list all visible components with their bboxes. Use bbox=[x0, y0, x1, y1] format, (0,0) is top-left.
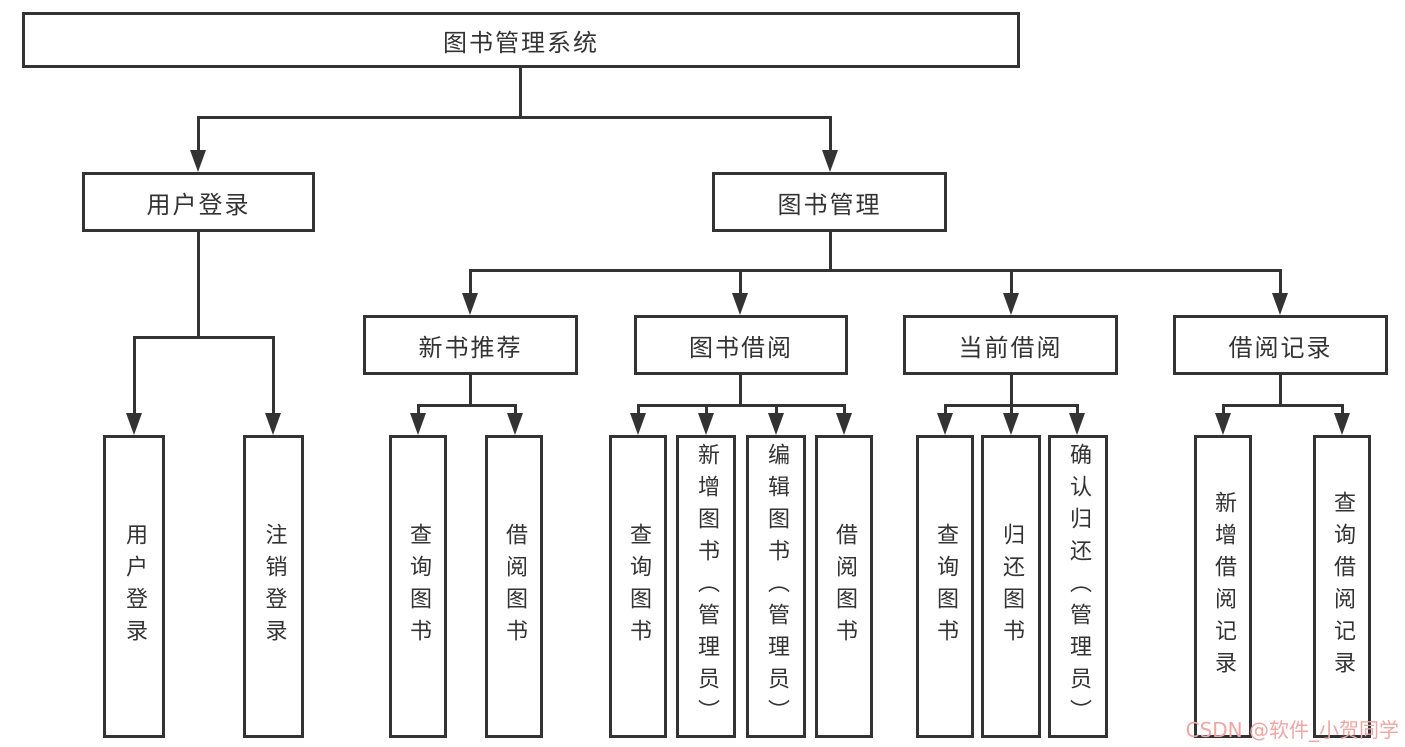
edge-to-leaf-edit-book bbox=[775, 404, 778, 418]
leaf-borrow-book-recommend-label: 借阅图书 bbox=[502, 522, 527, 651]
arrow-into-leaf-query-record bbox=[1334, 413, 1350, 435]
leaf-query-book-borrow-label: 查询图书 bbox=[626, 522, 651, 651]
leaf-return-book: 归还图书 bbox=[981, 435, 1041, 738]
arrow-into-leaf-query-book-a bbox=[410, 413, 426, 435]
edge-book-management-split bbox=[469, 269, 1282, 272]
edge-root-trunk bbox=[519, 68, 522, 118]
leaf-return-book-label: 归还图书 bbox=[999, 522, 1024, 651]
leaf-edit-book-admin-label: 编辑图书（管理员） bbox=[764, 442, 789, 731]
edge-to-leaf-logout bbox=[272, 336, 275, 416]
arrow-into-borrow-records bbox=[1272, 293, 1288, 315]
node-root: 图书管理系统 bbox=[22, 12, 1020, 68]
edge-to-borrow-records bbox=[1279, 269, 1282, 295]
arrow-into-book-management bbox=[822, 150, 838, 172]
node-user-login-label: 用户登录 bbox=[146, 190, 251, 219]
leaf-query-borrow-record: 查询借阅记录 bbox=[1313, 435, 1371, 738]
leaf-query-book-borrow: 查询图书 bbox=[609, 435, 667, 738]
arrow-into-leaf-add-book bbox=[698, 413, 714, 435]
edge-to-new-book-recommend bbox=[469, 269, 472, 295]
leaf-user-login: 用户登录 bbox=[103, 435, 165, 738]
node-new-book-recommend: 新书推荐 bbox=[363, 315, 578, 375]
leaf-edit-book-admin: 编辑图书（管理员） bbox=[746, 435, 806, 738]
leaf-add-book-admin-label: 新增图书（管理员） bbox=[694, 442, 719, 731]
node-book-borrow: 图书借阅 bbox=[634, 315, 848, 375]
edge-to-leaf-user-login bbox=[133, 336, 136, 416]
edge-current-borrow-trunk bbox=[1010, 375, 1013, 407]
edge-user-login-trunk bbox=[197, 232, 200, 338]
node-book-management: 图书管理 bbox=[712, 172, 947, 232]
edge-to-leaf-query-book-c bbox=[944, 404, 947, 418]
edge-to-leaf-confirm-return bbox=[1076, 404, 1079, 418]
edge-new-book-recommend-trunk bbox=[469, 375, 472, 407]
edge-to-current-borrow bbox=[1010, 269, 1013, 295]
leaf-add-borrow-record: 新增借阅记录 bbox=[1194, 435, 1252, 738]
arrow-into-user-login bbox=[190, 150, 206, 172]
edge-to-leaf-add-book bbox=[705, 404, 708, 418]
arrow-into-book-borrow bbox=[732, 293, 748, 315]
arrow-into-leaf-add-record bbox=[1215, 413, 1231, 435]
arrow-into-current-borrow bbox=[1003, 293, 1019, 315]
edge-new-book-recommend-split bbox=[417, 404, 517, 407]
edge-root-to-user-login bbox=[197, 116, 200, 156]
leaf-confirm-return-admin: 确认归还（管理员） bbox=[1048, 435, 1108, 738]
leaf-query-book-current-label: 查询图书 bbox=[933, 522, 958, 651]
node-book-borrow-label: 图书借阅 bbox=[689, 333, 793, 362]
leaf-query-book-recommend: 查询图书 bbox=[389, 435, 447, 738]
arrow-into-leaf-edit-book bbox=[768, 413, 784, 435]
leaf-borrow-book-recommend: 借阅图书 bbox=[485, 435, 543, 738]
node-user-login: 用户登录 bbox=[82, 172, 315, 232]
node-new-book-recommend-label: 新书推荐 bbox=[418, 333, 523, 362]
leaf-query-borrow-record-label: 查询借阅记录 bbox=[1330, 490, 1355, 683]
leaf-user-login-label: 用户登录 bbox=[122, 522, 147, 651]
arrow-into-new-book-recommend bbox=[462, 293, 478, 315]
leaf-add-borrow-record-label: 新增借阅记录 bbox=[1211, 490, 1236, 683]
leaf-query-book-current: 查询图书 bbox=[916, 435, 974, 738]
edge-root-split bbox=[197, 116, 831, 119]
leaf-query-book-recommend-label: 查询图书 bbox=[406, 522, 431, 651]
edge-to-leaf-return-book bbox=[1010, 404, 1013, 418]
arrow-into-leaf-query-book-c bbox=[937, 413, 953, 435]
leaf-borrow-book-label: 借阅图书 bbox=[832, 522, 857, 651]
edge-to-leaf-add-record bbox=[1222, 404, 1225, 418]
node-current-borrow-label: 当前借阅 bbox=[958, 333, 1063, 362]
arrow-into-leaf-query-book-b bbox=[630, 413, 646, 435]
leaf-logout-label: 注销登录 bbox=[261, 522, 287, 651]
edge-user-login-split bbox=[133, 336, 275, 339]
edge-to-book-borrow bbox=[739, 269, 742, 295]
edge-book-borrow-split bbox=[637, 404, 846, 407]
arrow-into-leaf-confirm-return bbox=[1069, 413, 1085, 435]
leaf-confirm-return-admin-label: 确认归还（管理员） bbox=[1066, 442, 1091, 731]
leaf-add-book-admin: 新增图书（管理员） bbox=[676, 435, 736, 738]
arrow-into-leaf-return-book bbox=[1003, 413, 1019, 435]
node-current-borrow: 当前借阅 bbox=[903, 315, 1118, 375]
leaf-logout: 注销登录 bbox=[243, 435, 304, 738]
node-borrow-records: 借阅记录 bbox=[1173, 315, 1388, 375]
edge-to-leaf-query-book-b bbox=[637, 404, 640, 418]
leaf-borrow-book: 借阅图书 bbox=[815, 435, 873, 738]
node-borrow-records-label: 借阅记录 bbox=[1228, 333, 1333, 362]
edge-book-management-trunk bbox=[829, 232, 832, 272]
edge-borrow-records-trunk bbox=[1279, 375, 1282, 407]
edge-borrow-records-split bbox=[1222, 404, 1343, 407]
arrow-into-leaf-borrow-book-b bbox=[836, 413, 852, 435]
edge-to-leaf-borrow-book-b bbox=[843, 404, 846, 418]
node-root-label: 图书管理系统 bbox=[443, 28, 599, 57]
node-book-management-label: 图书管理 bbox=[777, 190, 882, 219]
edge-root-to-book-management bbox=[829, 116, 832, 156]
arrow-into-leaf-user-login bbox=[126, 413, 142, 435]
watermark: CSDN @软件_小贺同学 bbox=[1185, 718, 1399, 742]
edge-book-borrow-trunk bbox=[739, 375, 742, 407]
edge-to-leaf-query-record bbox=[1341, 404, 1344, 418]
arrow-into-leaf-logout bbox=[265, 413, 281, 435]
edge-to-leaf-query-book-a bbox=[417, 404, 420, 418]
arrow-into-leaf-borrow-book-a bbox=[507, 413, 523, 435]
edge-to-leaf-borrow-book-a bbox=[514, 404, 517, 418]
